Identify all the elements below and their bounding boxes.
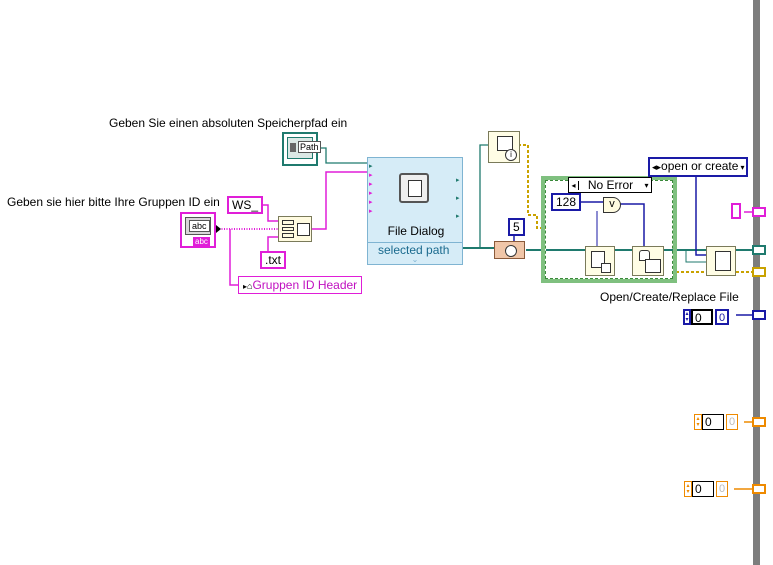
tunnel-i32-right [752,310,766,320]
file-copy-icon [645,259,661,273]
tunnel-orange-right-1 [752,417,766,427]
string-icon-text: abc [189,220,210,232]
property-node-label: Gruppen ID Header [252,278,358,292]
tunnel-orange-right-2 [752,484,766,494]
numeric-terminal: 0 [716,481,728,497]
clock-icon [505,245,517,257]
or-symbol: v [609,198,615,210]
property-arrow-icon: ▸ [243,282,248,291]
expand-chevron-icon[interactable]: ⌄ [411,255,419,264]
path-wire [318,147,368,164]
group-prompt-label: Geben sie hier bitte Ihre Gruppen ID ein [7,195,220,209]
constant-128[interactable]: 128 [551,193,582,211]
case-selector-value: No Error [587,178,634,192]
tunnel-path-right [752,245,766,255]
open-create-replace-file-node[interactable] [706,246,736,276]
group-id-string-control[interactable]: abc abc [180,212,216,248]
deny-access-node[interactable] [632,246,664,276]
numeric-field[interactable]: 0 [702,414,724,430]
case-prev-icon[interactable]: ◂ [569,180,579,190]
enum-dropdown-icon[interactable]: ▾ [740,163,745,172]
path-control[interactable]: Path [282,132,321,166]
increment-arrows-icon[interactable]: ▴▾ [684,481,692,497]
concatenate-icon [297,223,310,236]
file-info-icon [497,136,513,151]
numeric-field[interactable]: 0 [691,309,713,325]
numeric-control-orange-2[interactable]: ▴▾ 0 0 [684,480,728,498]
string-terminal-arrow [216,225,221,233]
increment-arrows-icon[interactable]: ▴▾ [694,414,702,430]
concatenate-strings-node[interactable] [278,216,312,242]
tunnel-error-right [752,267,766,277]
numeric-terminal: 0 [726,414,738,430]
prefix-string-constant[interactable]: WS_ [227,196,264,214]
file-dialog-title: File Dialog [387,224,445,238]
case-next-icon[interactable]: ▾ [644,180,649,190]
string-control-right[interactable] [731,203,741,219]
path-prompt-label: Geben Sie einen absoluten Speicherpfad e… [109,116,348,130]
open-mode-value: open or create [661,159,739,173]
home-icon: ⌂ [247,281,253,291]
suffix-string-constant[interactable]: .txt [260,251,287,269]
group-id-header-property-node[interactable]: ▸⌂Gruppen ID Header [238,276,363,294]
file-dir-info-node[interactable]: i [488,131,520,163]
wait-ms-constant[interactable]: 5 [508,218,525,236]
wait-ms-node[interactable] [494,241,525,259]
string-icon-sub: abc [193,237,210,246]
file-dialog-icon [399,173,429,203]
selected-path-output[interactable]: selected path [378,243,450,257]
close-file-node[interactable] [585,246,615,276]
tunnel-string-right [752,207,766,217]
input-terminals: ▸ ▸ ▸ ▸ ▸ ▸ [369,163,373,215]
increment-arrows-icon[interactable]: ▴▾ [683,309,691,325]
lock-icon [639,250,650,261]
path-icon-text: Path [298,141,321,153]
numeric-terminal: 0 [715,309,729,325]
structure-border [753,0,760,565]
numeric-control-i32[interactable]: ▴▾ 0 0 [683,308,729,326]
or-function-node[interactable]: v [603,197,621,213]
open-create-replace-caption: Open/Create/Replace File [600,290,739,304]
enum-arrows-icon[interactable]: ◂▸ [652,162,662,172]
file-dialog-express-vi[interactable]: File Dialog selected path ⌄ ▸ ▸ ▸ ▸ ▸ ▸ … [367,157,463,265]
numeric-field[interactable]: 0 [692,481,714,497]
open-mode-enum-constant[interactable]: ◂▸open or create▾ [648,157,749,177]
output-terminals: ▸ ▸ ▸ [456,177,460,220]
new-file-icon [715,251,731,271]
numeric-control-orange-1[interactable]: ▴▾ 0 0 [694,413,738,431]
folder-icon [290,143,296,152]
case-selector[interactable]: ◂ No Error ▾ [568,177,652,193]
